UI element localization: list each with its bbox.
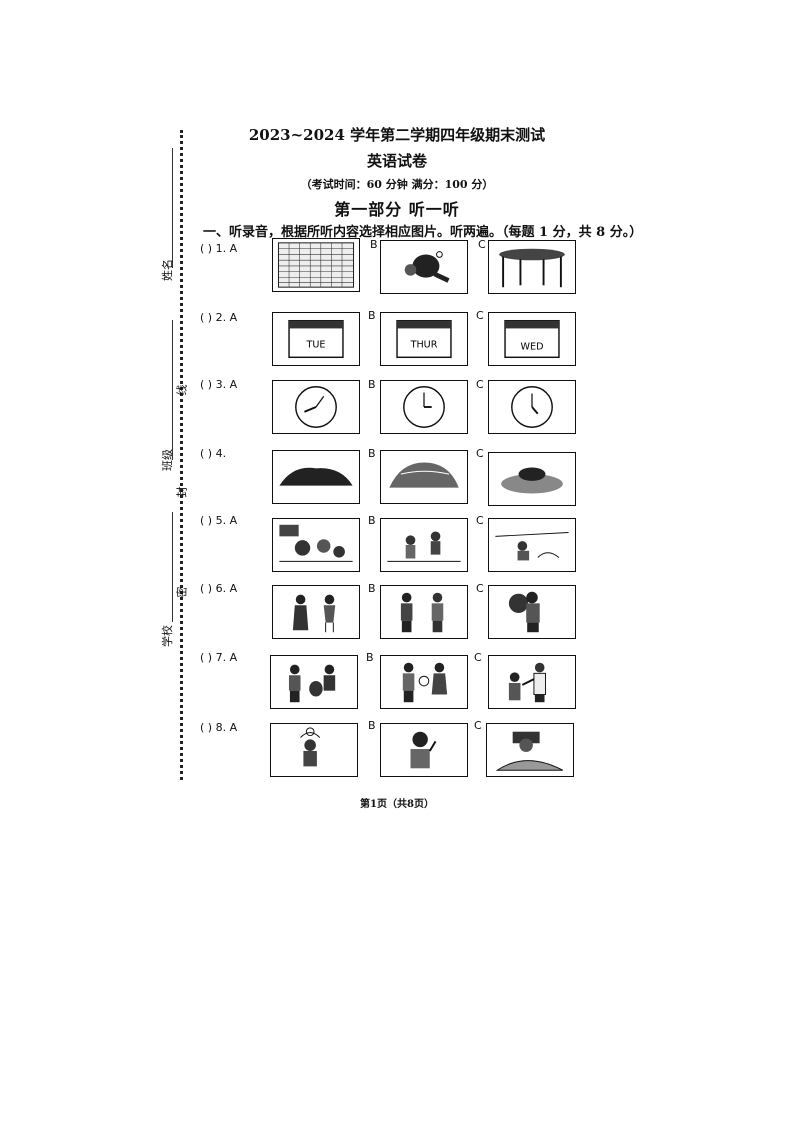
exam-subject: 英语试卷 xyxy=(366,152,427,170)
q5-label-c: C xyxy=(476,514,484,527)
q8-label-b: B xyxy=(368,719,376,732)
q3-option-a-clock[interactable] xyxy=(272,380,360,434)
line-mark: 线 xyxy=(175,384,189,396)
q4-label-c: C xyxy=(476,447,484,460)
name-line xyxy=(172,148,173,268)
q5-label-b: B xyxy=(368,514,376,527)
q6-option-a-people[interactable] xyxy=(272,585,360,639)
q8-label-c: C xyxy=(474,719,482,732)
question-1-label: ( ) 1. A xyxy=(200,242,238,255)
q6-label-b: B xyxy=(368,582,376,595)
exam-title: 2023~2024 学年第二学期四年级期末测试 xyxy=(248,126,546,144)
q1-option-c-table[interactable] xyxy=(488,240,576,294)
q2-a-day-text: TUE xyxy=(306,340,326,351)
q4-option-b-hill[interactable] xyxy=(380,450,468,504)
binding-dotted-line xyxy=(180,130,183,780)
q2-option-a-calendar[interactable]: TUE xyxy=(272,312,360,366)
exam-info: （考试时间：60 分钟 满分：100 分） xyxy=(300,178,494,191)
q1-option-b-pingpong[interactable] xyxy=(380,240,468,294)
q4-option-a-land[interactable] xyxy=(272,450,360,504)
page-footer: 第1页（共8页） xyxy=(360,799,434,810)
q7-label-b: B xyxy=(366,651,374,664)
part-title: 第一部分 听一听 xyxy=(334,200,460,219)
q1-label-c: C xyxy=(478,238,486,251)
question-8-label: ( ) 8. A xyxy=(200,721,238,734)
question-4-label: ( ) 4. xyxy=(200,447,227,460)
q3-option-c-clock[interactable] xyxy=(488,380,576,434)
q6-option-c-person-flowers[interactable] xyxy=(488,585,576,639)
q8-option-a-person[interactable] xyxy=(270,723,358,777)
question-5-label: ( ) 5. A xyxy=(200,514,238,527)
question-6-label: ( ) 6. A xyxy=(200,582,238,595)
q4-label-b: B xyxy=(368,447,376,460)
section-instruction: 一、听录音，根据所听内容选择相应图片。听两遍。（每题 1 分，共 8 分。） xyxy=(203,225,643,240)
q5-option-a-scene[interactable] xyxy=(272,518,360,572)
q5-option-b-scene[interactable] xyxy=(380,518,468,572)
q7-option-b-people[interactable] xyxy=(380,655,468,709)
q8-option-b-person[interactable] xyxy=(380,723,468,777)
q7-label-c: C xyxy=(474,651,482,664)
class-label: 班级 xyxy=(161,449,174,471)
q4-option-c-field[interactable] xyxy=(488,452,576,506)
q8-option-c-person-in-bed[interactable] xyxy=(486,723,574,777)
q6-label-c: C xyxy=(476,582,484,595)
q1-option-a-timetable[interactable] xyxy=(272,238,360,292)
close-mark: 密 xyxy=(175,586,189,598)
question-3-label: ( ) 3. A xyxy=(200,378,238,391)
school-label: 学校 xyxy=(161,625,174,647)
q2-c-day-text: WED xyxy=(521,342,544,353)
q3-label-b: B xyxy=(368,378,376,391)
q7-option-a-people[interactable] xyxy=(270,655,358,709)
q7-option-c-people[interactable] xyxy=(488,655,576,709)
q2-label-b: B xyxy=(368,309,376,322)
name-label: 姓名 xyxy=(161,259,174,281)
q1-label-b: B xyxy=(370,238,378,251)
q3-option-b-clock[interactable] xyxy=(380,380,468,434)
q5-option-c-scene[interactable] xyxy=(488,518,576,572)
seal-mark: 封 xyxy=(175,486,189,498)
q3-label-c: C xyxy=(476,378,484,391)
q2-option-c-calendar[interactable]: WED xyxy=(488,312,576,366)
question-7-label: ( ) 7. A xyxy=(200,651,238,664)
q2-b-day-text: THUR xyxy=(410,340,438,351)
question-2-label: ( ) 2. A xyxy=(200,311,238,324)
q2-label-c: C xyxy=(476,309,484,322)
class-line xyxy=(172,320,173,460)
q2-option-b-calendar[interactable]: THUR xyxy=(380,312,468,366)
school-line xyxy=(172,512,173,622)
q6-option-b-people[interactable] xyxy=(380,585,468,639)
